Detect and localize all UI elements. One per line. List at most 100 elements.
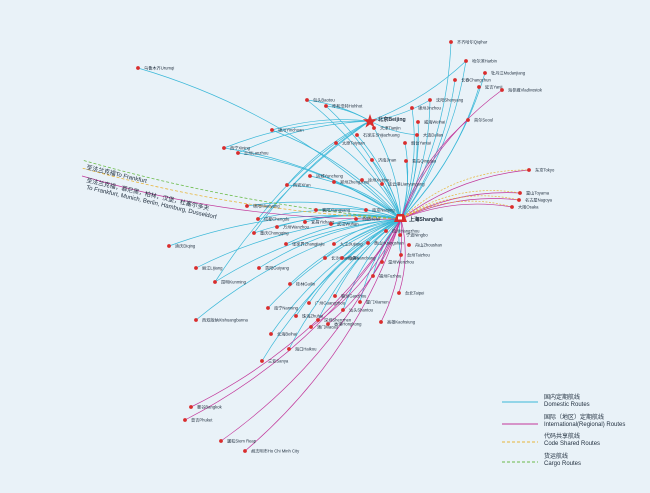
city-label-phuket: 普吉Phuket — [191, 417, 213, 424]
city-fuzhou[interactable]: 福州Fuzhou — [371, 273, 402, 280]
shanghai-hub-icon-inner — [398, 216, 402, 220]
city-dot-guiyang — [257, 266, 261, 270]
city-guangzhou[interactable]: 广州Guangzhou — [307, 300, 346, 307]
city-changsha[interactable]: 长沙Changsha — [323, 255, 359, 262]
city-label-tokyo: 东京Tokyo — [535, 167, 555, 174]
city-dalian[interactable]: 大连Dalian — [415, 132, 444, 139]
city-changchun[interactable]: 长春Changchun — [453, 77, 491, 84]
city-taizhou[interactable]: 台州Taizhou — [399, 252, 430, 259]
city-dot-wuhan — [329, 222, 333, 226]
city-chongqing[interactable]: 重庆Chongqing — [252, 230, 289, 237]
city-guiyang[interactable]: 贵阳Guiyang — [257, 265, 290, 272]
city-wuhan[interactable]: 武汉Wuhan — [329, 221, 359, 228]
city-shijiazhuang[interactable]: 石家庄Shijiazhuang — [355, 132, 400, 139]
city-dot-dalian — [415, 133, 419, 137]
city-macau[interactable]: 澳门Macau — [309, 324, 339, 331]
city-toyama[interactable]: 富山Toyama — [518, 190, 550, 197]
city-nagoya[interactable]: 名古屋Nagoya — [517, 197, 553, 204]
city-lianyungang[interactable]: 连云港Lianyungang — [380, 181, 425, 188]
city-xuzhou[interactable]: 徐州Xuzhou — [360, 177, 391, 184]
city-taipei[interactable]: 台北Taipei — [397, 290, 424, 297]
city-beihai[interactable]: 北海Beihai — [269, 331, 297, 338]
city-label-baotou: 包头Baotou — [313, 97, 335, 104]
city-qiqihar[interactable]: 齐齐哈尔Qiqihar — [449, 39, 488, 46]
city-kunming[interactable]: 昆明Kunming — [213, 280, 247, 286]
city-jiujiang[interactable]: 九江Jiujiang — [332, 241, 363, 248]
city-bangkok[interactable]: 曼谷Bangkok — [189, 404, 223, 411]
city-sanya[interactable]: 三亚Sanya — [260, 359, 289, 364]
city-hohhot[interactable]: 呼和浩特Hohhot — [324, 103, 363, 110]
hub-shanghai[interactable]: 上海Shanghai — [394, 214, 443, 223]
city-ningbo[interactable]: 宁波Ningbo — [398, 232, 428, 239]
city-yantai[interactable]: 烟台Yantai — [403, 140, 431, 147]
city-yinchuan[interactable]: 银川Yinchuan — [270, 127, 304, 134]
city-harbin[interactable]: 哈尔滨Harbin — [464, 58, 498, 65]
hub-beijing[interactable]: 北京Beijing — [362, 114, 406, 128]
domestic-route-bj-xining — [223, 120, 371, 149]
city-mianyang[interactable]: 绵阳Mianyang — [245, 203, 280, 210]
city-jinan[interactable]: 济南Jinan — [370, 157, 397, 164]
city-tianjin[interactable]: 天津Tianjin — [372, 125, 401, 132]
cargo-route-europe — [81, 159, 402, 220]
city-hefei[interactable]: 合肥Hefei — [354, 216, 380, 223]
city-kaohsiung[interactable]: 高雄Kaohsiung — [379, 319, 416, 326]
city-phuket[interactable]: 普吉Phuket — [183, 417, 213, 424]
city-shenyang[interactable]: 沈阳Shenyang — [428, 97, 464, 104]
city-xiangyang[interactable]: 襄阳Xiangyang — [314, 207, 351, 214]
city-mudanjiang[interactable]: 牡丹江Mudanjiang — [483, 70, 526, 77]
city-zhuhai[interactable]: 珠海Zhuhai — [294, 313, 323, 320]
city-dot-tianjin — [372, 126, 376, 130]
city-dot-tokyo — [527, 168, 531, 172]
city-hongkong[interactable]: 香港Hongkong — [326, 321, 362, 328]
city-shantou[interactable]: 汕头Shantou — [341, 307, 374, 314]
city-ganzhou[interactable]: 赣州Ganzhou — [333, 293, 367, 300]
city-wanzhou[interactable]: 万州Wanzhou — [275, 225, 310, 231]
city-tokyo[interactable]: 东京Tokyo — [527, 167, 555, 174]
city-xian[interactable]: 西安Xi'an — [285, 182, 311, 189]
city-osaka[interactable]: 大阪Osaka — [510, 204, 539, 211]
city-xiamen[interactable]: 厦门Xiamen — [358, 299, 389, 306]
city-yanji[interactable]: 延吉Yanji — [477, 84, 502, 91]
city-xishuangbanna[interactable]: 西双版纳Xishuangbanna — [194, 317, 249, 324]
city-label-xishuangbanna: 西双版纳Xishuangbanna — [202, 317, 249, 324]
domestic-route-hohhot — [325, 105, 402, 220]
city-nanjing[interactable]: 南京Nanjing — [364, 207, 395, 214]
city-weihai[interactable]: 威海Weihai — [416, 119, 445, 126]
city-dot-guangzhou — [307, 301, 311, 305]
city-chengdu[interactable]: 成都Chengdu — [256, 216, 290, 223]
city-dot-nanjing — [364, 208, 368, 212]
city-taiyuan[interactable]: 太原Taiyuan — [334, 140, 365, 147]
city-dalihe[interactable]: 迪庆Diqing — [167, 243, 196, 250]
city-jinzhou[interactable]: 锦州Jinzhou — [410, 105, 441, 112]
city-siemreap[interactable]: 暹粒Siem Reap — [219, 438, 257, 445]
city-zhengzhou[interactable]: 郑州Zhengzhou — [332, 179, 370, 186]
city-yuncheng[interactable]: 运城Yuncheng — [308, 173, 344, 180]
city-zhoushan[interactable]: 舟山Zhoushan — [407, 242, 443, 249]
city-dot-shijiazhuang — [355, 133, 359, 137]
city-label-urumqi: 乌鲁木齐Urumqi — [144, 65, 174, 72]
city-nanning[interactable]: 南宁Nanning — [266, 305, 299, 311]
city-lanzhou[interactable]: 兰州Lanzhou — [236, 150, 269, 156]
city-dot-baotou — [305, 98, 309, 102]
city-label-chengdu: 成都Chengdu — [264, 216, 290, 223]
domestic-route-sanya — [261, 218, 402, 362]
city-guilin[interactable]: 桂林Guilin — [288, 281, 316, 288]
city-seoul[interactable]: 首尔Seoul — [466, 117, 493, 124]
city-qingdao[interactable]: 青岛Qingdao — [404, 158, 437, 165]
city-baotou[interactable]: 包头Baotou — [305, 97, 335, 104]
city-dot-yuncheng — [308, 174, 312, 178]
city-label-jinzhou: 锦州Jinzhou — [418, 105, 441, 112]
city-shenzhen[interactable]: 深圳Shenzhen — [316, 317, 352, 324]
city-xining[interactable]: 西宁Xining — [222, 145, 251, 152]
city-wenzhou[interactable]: 温州Wenzhou — [380, 259, 415, 266]
city-lijiang[interactable]: 丽江Lijiang — [194, 265, 223, 272]
city-hochiminh[interactable]: 胡志明市Ho Chi Minh City — [243, 448, 300, 455]
city-nanchang[interactable]: 南昌Nanchang — [340, 255, 376, 262]
city-huangshan[interactable]: 黄山Huangshan — [366, 240, 404, 247]
city-zhangjiajie[interactable]: 张家界Zhangjiajie — [284, 241, 325, 248]
city-urumqi[interactable]: 乌鲁木齐Urumqi — [136, 65, 174, 72]
city-vladivostok[interactable]: 海参崴Vladivostok — [500, 87, 543, 94]
city-haikou[interactable]: 海口Haikou — [287, 346, 317, 353]
city-hangzhou[interactable]: 杭州Hangzhou — [384, 228, 420, 235]
city-yichang[interactable]: 宜昌Yichang — [303, 219, 335, 226]
